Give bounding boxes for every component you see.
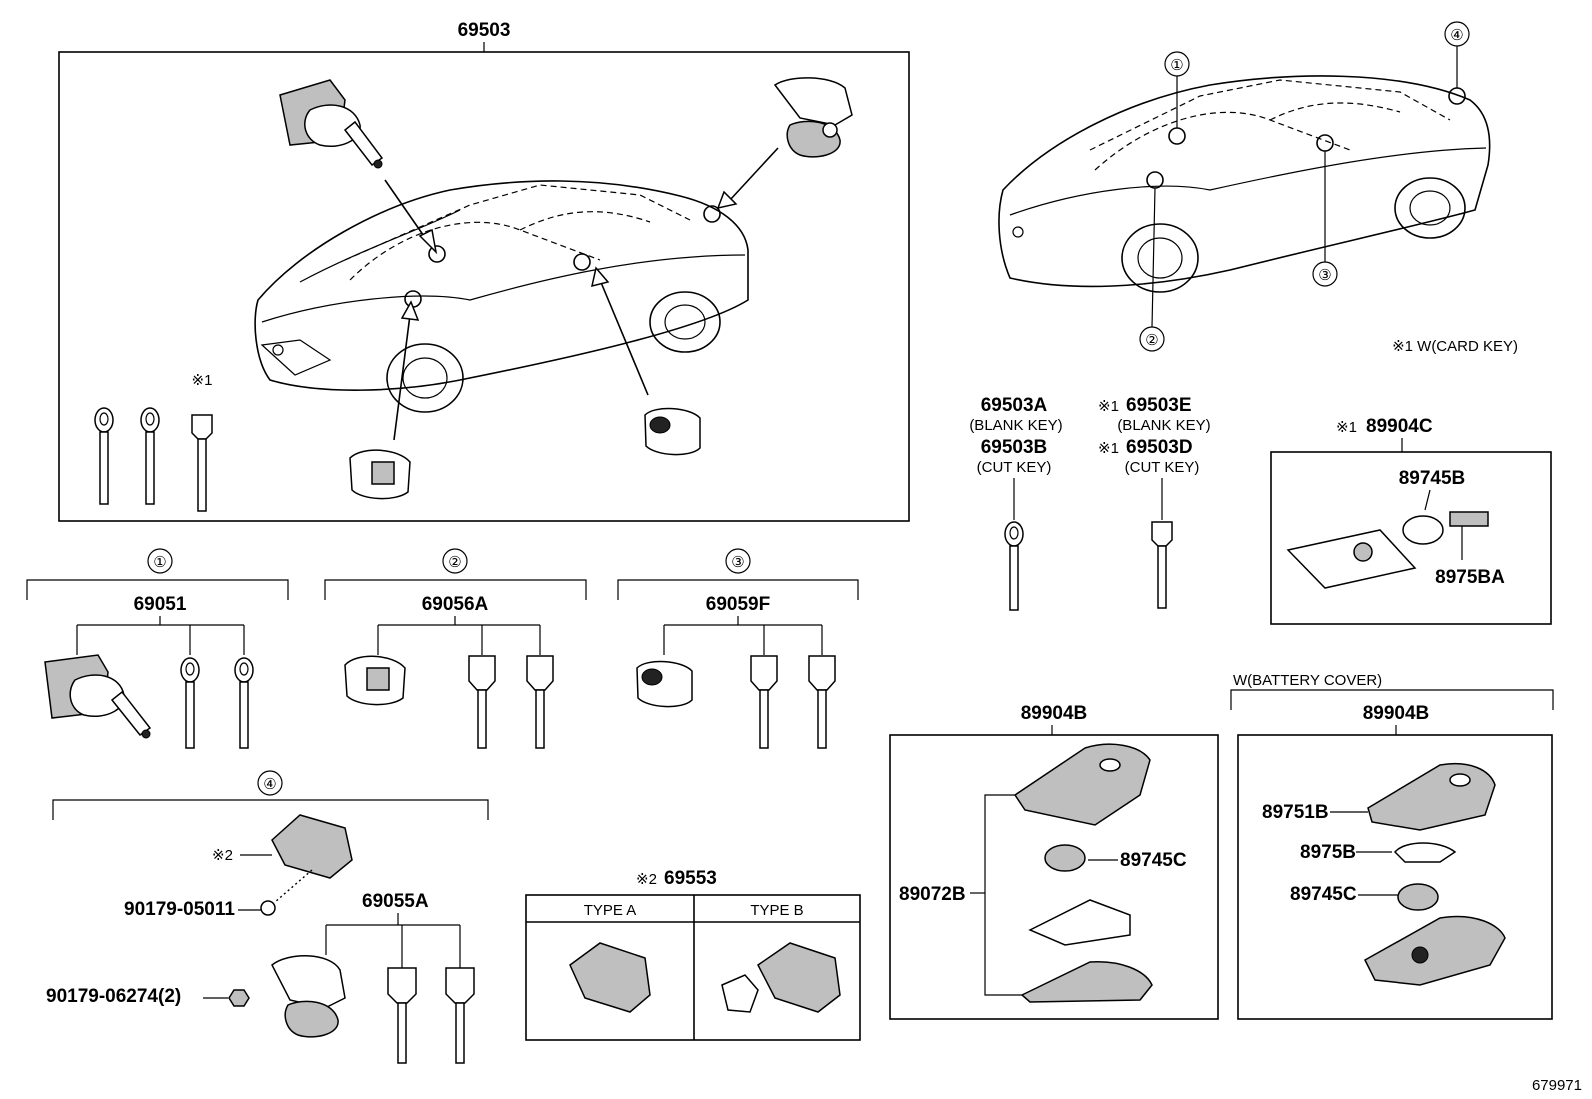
transmitter-set: 89904B 89745C 89072B (889, 703, 1219, 1020)
card-cut-key-mark-d: ※1 (1098, 440, 1119, 457)
location-marker-2: ② (1145, 332, 1158, 349)
card-key-cover-part[interactable]: 8975BA (1435, 567, 1505, 588)
screw-icon (260, 900, 276, 916)
group-2-part-number[interactable]: 69056A (422, 594, 489, 615)
card-cut-key-part-d[interactable]: 69503D (1126, 437, 1193, 458)
card-blank-key-desc-e: (BLANK KEY) (1117, 417, 1210, 434)
trunk-lock-cylinder-icon (773, 77, 853, 158)
card-key-icon (1286, 529, 1417, 589)
door-lock-cylinder-right-icon (644, 407, 701, 456)
group-3-marker: ③ (731, 554, 744, 571)
main-assembly-part-number[interactable]: 69503 (458, 20, 511, 41)
group-4-marker: ④ (263, 776, 276, 793)
card-key-battery-part[interactable]: 89745B (1399, 468, 1466, 489)
transmitter-part-number[interactable]: 89904B (1021, 703, 1088, 724)
card-blank-key-mark-e: ※1 (1098, 398, 1119, 415)
card-key-battery-icon (1402, 515, 1444, 545)
ignition-cylinder-icon (279, 79, 384, 169)
type-b-header: TYPE B (750, 902, 803, 919)
cover-set-battery-part[interactable]: 89745C (1290, 884, 1357, 905)
transmitter-cover-part-number[interactable]: 89904B (1363, 703, 1430, 724)
types-table: ※2 69553 TYPE A TYPE B (525, 868, 861, 1041)
blank-key-desc-a: (BLANK KEY) (969, 417, 1062, 434)
group-4-star-label: ※2 (212, 847, 233, 864)
group-1-marker: ① (153, 554, 166, 571)
group-4: ④ ※2 90179-05011 69055A 90179-06274(2) (46, 770, 489, 1064)
transmitter-housing-part[interactable]: 89072B (899, 884, 966, 905)
card-key-note: ※1 W(CARD KEY) (1392, 338, 1518, 355)
card-blank-key-icon (1151, 521, 1173, 609)
battery-cover-heading: W(BATTERY COVER) (1233, 672, 1382, 689)
group-1: ① 69051 (26, 548, 289, 749)
transmitter-case-bottom-icon (1020, 961, 1153, 1003)
nut-part-number[interactable]: 90179-06274(2) (46, 986, 181, 1007)
card-cut-key-desc-d: (CUT KEY) (1125, 459, 1200, 476)
cover-set-battery-icon (1397, 883, 1439, 911)
cover-set-case-icon (1364, 915, 1506, 986)
main-card-key-note: ※1 (192, 372, 213, 389)
location-marker-3: ③ (1318, 267, 1331, 284)
blank-key-icon (1004, 521, 1024, 611)
car-illustration-location (998, 75, 1491, 293)
card-key-set-part-number[interactable]: 89904C (1366, 416, 1433, 437)
trunk-cylinder-icon (271, 955, 346, 1009)
card-blank-key-labels: ※1 69503E (BLANK KEY) ※1 69503D (CUT KEY… (1098, 395, 1211, 520)
type-a-cover-icon (569, 942, 651, 1013)
nut-icon (228, 989, 250, 1007)
card-key-cover-icon (1449, 511, 1489, 527)
location-callouts: ① ② ③ ④ (1139, 21, 1470, 352)
blank-key-labels: 69503A (BLANK KEY) 69503B (CUT KEY) (969, 395, 1063, 520)
transmitter-battery-icon (1044, 844, 1086, 872)
main-arrows (384, 147, 779, 441)
lock-set-part-number[interactable]: 69055A (362, 891, 429, 912)
group-3: ③ 69059F (617, 548, 859, 749)
battery-cover-part[interactable]: 8975B (1300, 842, 1356, 863)
transmitter-cover-icon (1367, 763, 1496, 831)
transmitter-board-icon (1028, 899, 1131, 946)
card-key-set-mark: ※1 (1336, 419, 1357, 436)
transmitter-cover-set: W(BATTERY COVER) 89904B 89751B 8975B 897… (1230, 672, 1554, 1020)
car-illustration-main (254, 180, 749, 413)
main-assembly-frame (58, 51, 910, 522)
card-key-set-frame (1270, 451, 1552, 625)
location-marker-4: ④ (1450, 27, 1463, 44)
group-3-part-number[interactable]: 69059F (706, 594, 770, 615)
types-table-mark: ※2 (636, 871, 657, 888)
door-lock-cylinder-icon (349, 449, 411, 500)
cut-key-desc-b: (CUT KEY) (977, 459, 1052, 476)
card-blank-key-part-e[interactable]: 69503E (1126, 395, 1192, 416)
type-b-cover-icon (757, 942, 841, 1013)
group-2: ② 69056A (324, 548, 587, 749)
battery-cover-icon (271, 814, 353, 879)
cover-part-number[interactable]: 89751B (1262, 802, 1329, 823)
type-b-clip-icon (721, 974, 759, 1013)
battery-cover-plate-icon (1393, 842, 1457, 863)
transmitter-case-top-icon (1013, 743, 1151, 826)
types-table-part-number[interactable]: 69553 (664, 868, 717, 889)
cut-key-part-b[interactable]: 69503B (981, 437, 1048, 458)
screw-part-number[interactable]: 90179-05011 (124, 899, 235, 920)
blank-key-part-a[interactable]: 69503A (981, 395, 1048, 416)
type-a-header: TYPE A (584, 902, 637, 919)
transmitter-battery-part[interactable]: 89745C (1120, 850, 1187, 871)
location-marker-1: ① (1170, 57, 1183, 74)
group-1-part-number[interactable]: 69051 (134, 594, 187, 615)
group-2-marker: ② (448, 554, 461, 571)
main-keys: ※1 (94, 372, 213, 512)
illustration-number: 679971 (1532, 1077, 1582, 1094)
